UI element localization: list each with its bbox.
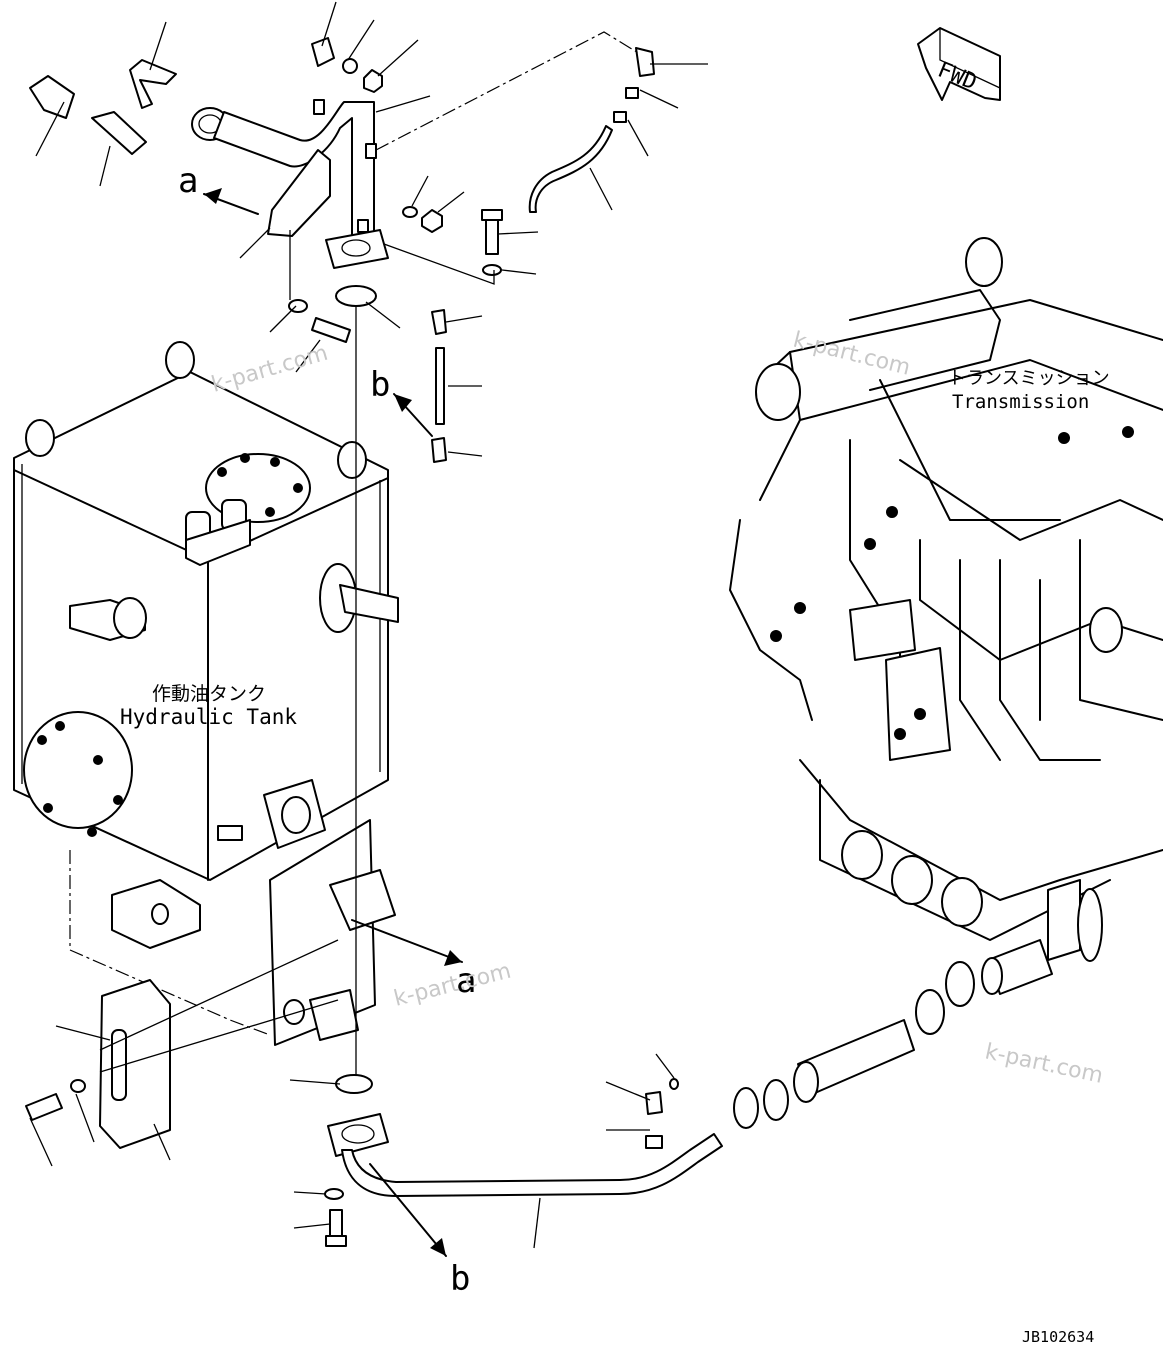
watermark-4: k-part.com: [983, 1039, 1105, 1088]
fwd-arrow-icon: FWD: [917, 27, 1001, 101]
transmission-label-en: Transmission: [952, 391, 1089, 413]
connector-line-top: [375, 31, 641, 151]
transmission-label-jp: トランスミッション: [948, 368, 1110, 389]
ref-arrow-a-top: a: [178, 161, 259, 215]
ref-b-mid-label: b: [370, 365, 390, 405]
watermark-1: k-part.com: [209, 341, 331, 398]
upper-pipe-assembly: [29, 37, 655, 463]
hydraulic-tank-label-en: Hydraulic Tank: [120, 705, 297, 729]
hydraulic-tank-label-jp: 作動油タンク: [152, 683, 266, 705]
watermark-2: k-part.com: [791, 328, 913, 381]
leader-lines: [29, 1, 708, 1249]
ref-arrow-a-low: a: [351, 919, 476, 1001]
ref-arrow-b-low: b: [369, 1163, 470, 1299]
ref-b-low-label: b: [450, 1259, 470, 1299]
drawing-number: JB102634: [1022, 1328, 1094, 1346]
transmission-drawing: [729, 237, 1163, 962]
ref-a-top-label: a: [178, 161, 198, 201]
watermark-3: k-part.com: [391, 959, 513, 1012]
lower-pipe-assembly: [25, 939, 1053, 1247]
ref-arrow-b-mid: b: [370, 365, 433, 437]
hydraulic-tank-drawing: [13, 341, 399, 1046]
ref-a-low-label: a: [456, 961, 476, 1001]
connector-line-mid: [383, 243, 495, 285]
